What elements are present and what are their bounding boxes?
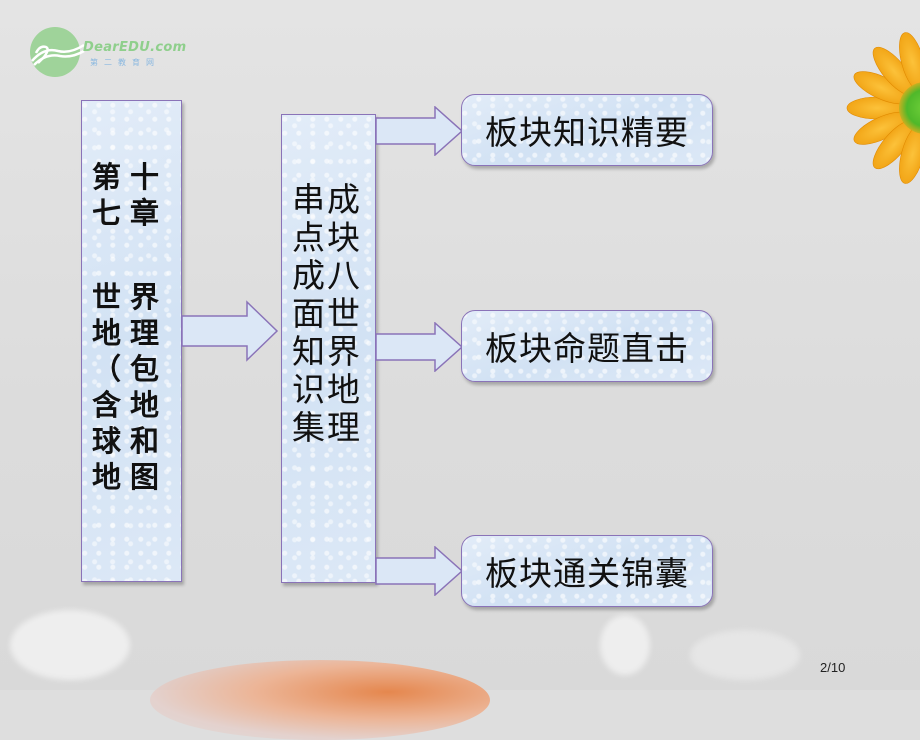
char: 地 (327, 370, 360, 409)
arrow-right-icon (375, 322, 464, 372)
section-knowledge-essentials[interactable]: 板块知识精要 (461, 94, 713, 166)
summary-left-column: 串 点 成 面 知 识 集 (292, 181, 325, 447)
char: 界 (327, 332, 360, 371)
char: 识 (292, 370, 325, 409)
char: 地 (92, 460, 122, 494)
summary-box: 串 点 成 面 知 识 集 成 块 八 世 界 地 理 (281, 114, 376, 583)
logo-subtitle: 第二教育网 (90, 58, 160, 67)
char: 十 (130, 160, 160, 194)
char: 成 (327, 180, 360, 219)
char: 八 (327, 256, 360, 295)
char: 和 (130, 424, 160, 458)
char: 成 (292, 256, 325, 295)
section-label: 板块命题直击 (485, 329, 689, 368)
char: 知 (292, 332, 325, 371)
logo-brand-text: DearEDU.com (83, 40, 187, 55)
char: 界 (130, 280, 160, 314)
char: 集 (292, 408, 325, 447)
flower-decoration-icon (846, 32, 920, 184)
char: 球 (92, 424, 122, 458)
char: 世 (327, 294, 360, 333)
char: 块 (327, 218, 360, 257)
arrow-right-icon (181, 300, 279, 362)
char: 图 (130, 460, 160, 494)
arrow-right-icon (375, 106, 464, 156)
char: （ (92, 352, 122, 386)
section-tips[interactable]: 板块通关锦囊 (461, 535, 713, 607)
char: 地 (92, 316, 122, 350)
char: 世 (92, 280, 122, 314)
chapter-left-column: 第 七 世 地 （ 含 球 地 (92, 159, 121, 495)
section-exam-questions[interactable]: 板块命题直击 (461, 310, 713, 382)
char: 理 (327, 408, 360, 447)
chapter-right-column: 十 章 界 理 包 地 和 图 (130, 159, 159, 495)
char: 含 (92, 388, 122, 422)
decor-splash (10, 610, 130, 680)
section-label: 板块知识精要 (485, 113, 689, 152)
decor-splash (600, 615, 650, 675)
decor-splash (690, 630, 800, 680)
arrow-right-icon (375, 546, 464, 596)
char: 第 (92, 160, 122, 194)
logo-wave-icon (31, 43, 85, 66)
char: 面 (292, 294, 325, 333)
char: 点 (292, 218, 325, 257)
summary-right-column: 成 块 八 世 界 地 理 (327, 181, 360, 447)
char: 章 (130, 196, 160, 230)
char: 串 (292, 180, 325, 219)
char: 理 (130, 316, 160, 350)
section-label: 板块通关锦囊 (485, 554, 689, 593)
char: 七 (92, 196, 122, 230)
decor-orange-blob (150, 660, 490, 740)
char: 包 (130, 352, 160, 386)
dearedu-logo: DearEDU.com 第二教育网 (28, 25, 198, 80)
chapter-title-box: 第 七 世 地 （ 含 球 地 十 章 界 理 包 地 和 图 (81, 100, 182, 582)
page-indicator: 2/10 (820, 660, 846, 675)
char: 地 (130, 388, 160, 422)
